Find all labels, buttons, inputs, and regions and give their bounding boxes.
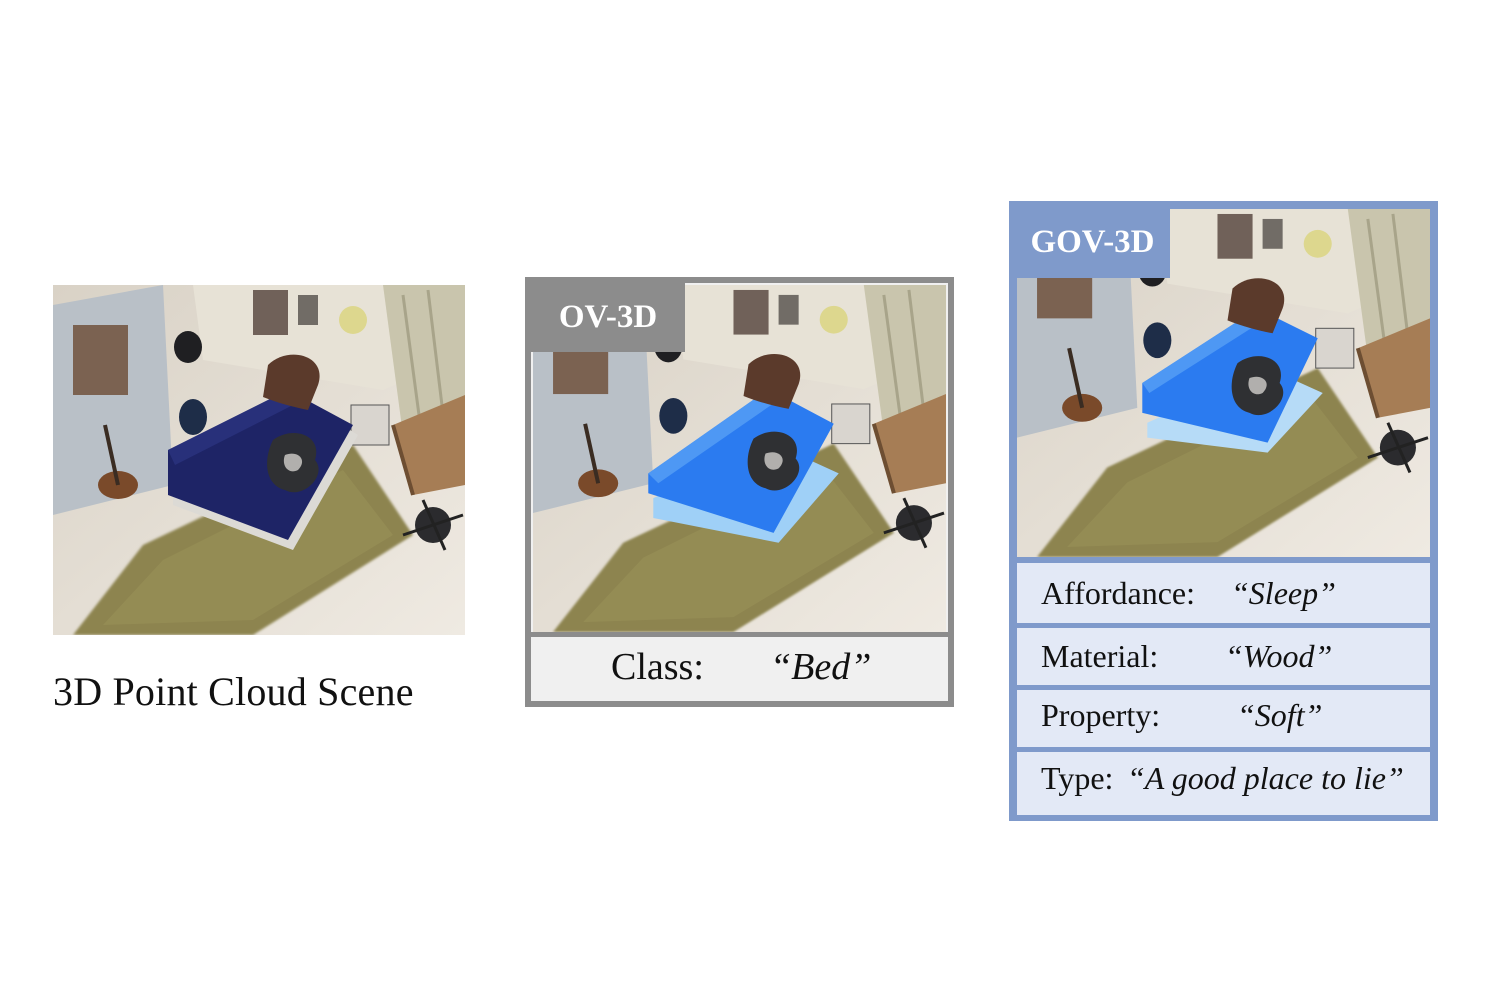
attribute-value: “A good place to lie” — [1127, 760, 1404, 796]
gov3d-segmented-scene-image — [1017, 209, 1430, 557]
attribute-row-type: Type: “A good place to lie” — [1017, 752, 1430, 815]
ov3d-class-row: Class: “Bed” — [533, 637, 946, 700]
class-value: “Bed” — [770, 646, 872, 688]
attribute-key: Type: — [1041, 760, 1114, 796]
attribute-key: Material: — [1041, 638, 1159, 674]
ov3d-divider — [531, 632, 948, 637]
attribute-value: “Soft” — [1237, 697, 1323, 733]
attribute-row-property: Property: “Soft” — [1017, 690, 1430, 747]
attribute-value: “Sleep” — [1231, 575, 1336, 611]
scene-caption: 3D Point Cloud Scene — [53, 669, 414, 714]
attribute-value: “Wood” — [1225, 638, 1333, 674]
ov3d-tag: OV-3D — [531, 283, 685, 352]
attribute-row-affordance: Affordance: “Sleep” — [1017, 563, 1430, 623]
attribute-key: Property: — [1041, 697, 1161, 733]
ov3d-segmented-scene-image — [533, 285, 946, 632]
point-cloud-scene-image — [53, 285, 465, 635]
attribute-row-material: Material: “Wood” — [1017, 628, 1430, 685]
class-label: Class: — [611, 646, 704, 688]
bed-highlight — [648, 389, 834, 533]
gov3d-tag: GOV-3D — [1015, 207, 1170, 278]
attribute-key: Affordance: — [1041, 575, 1195, 611]
